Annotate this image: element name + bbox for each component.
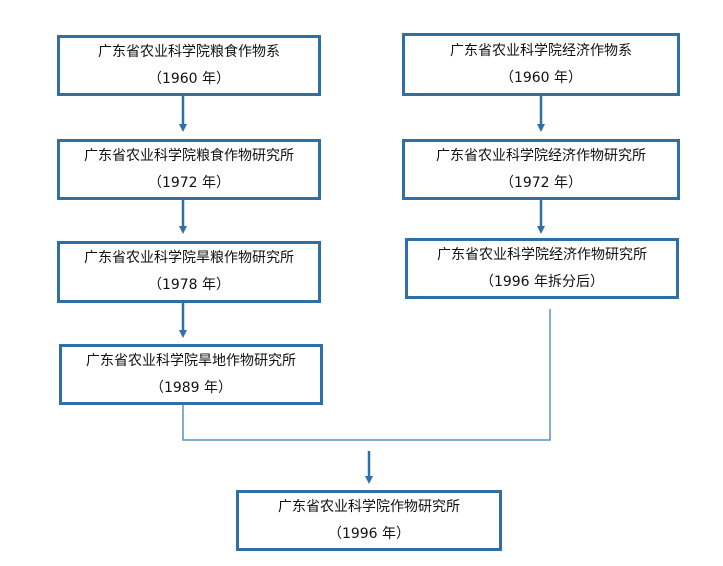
node-left-2: 广东省农业科学院粮食作物研究所 （1972 年） xyxy=(57,139,321,200)
node-left-3-year: （1978 年） xyxy=(147,277,231,293)
node-right-2-year: （1972 年） xyxy=(499,174,583,191)
node-left-3: 广东省农业科学院旱粮作物研究所 （1978 年） xyxy=(57,241,321,303)
node-left-4-year: （1989 年） xyxy=(149,379,233,396)
node-right-3-name: 广东省农业科学院经济作物研究所 xyxy=(437,246,647,263)
node-left-1: 广东省农业科学院粮食作物系 （1960 年） xyxy=(57,35,321,96)
merge-connector xyxy=(182,309,551,441)
node-left-3-name: 广东省农业科学院旱粮作物研究所 xyxy=(84,250,294,266)
node-right-1-year: （1960 年） xyxy=(499,69,583,86)
node-merged-name: 广东省农业科学院作物研究所 xyxy=(278,498,460,515)
node-left-1-year: （1960 年） xyxy=(147,70,231,87)
node-left-2-year: （1972 年） xyxy=(147,174,231,191)
node-right-1-name: 广东省农业科学院经济作物系 xyxy=(450,42,632,59)
node-right-2-name: 广东省农业科学院经济作物研究所 xyxy=(436,147,646,164)
node-right-3-year: （1996 年拆分后） xyxy=(479,273,605,290)
node-left-4-name: 广东省农业科学院旱地作物研究所 xyxy=(86,352,296,369)
node-merged-year: （1996 年） xyxy=(327,525,411,542)
node-left-4: 广东省农业科学院旱地作物研究所 （1989 年） xyxy=(59,344,323,405)
node-right-2: 广东省农业科学院经济作物研究所 （1972 年） xyxy=(402,139,680,200)
node-right-3: 广东省农业科学院经济作物研究所 （1996 年拆分后） xyxy=(405,238,679,299)
node-left-2-name: 广东省农业科学院粮食作物研究所 xyxy=(84,147,294,164)
node-right-1: 广东省农业科学院经济作物系 （1960 年） xyxy=(402,33,680,96)
node-merged: 广东省农业科学院作物研究所 （1996 年） xyxy=(236,490,502,551)
node-left-1-name: 广东省农业科学院粮食作物系 xyxy=(98,43,280,60)
